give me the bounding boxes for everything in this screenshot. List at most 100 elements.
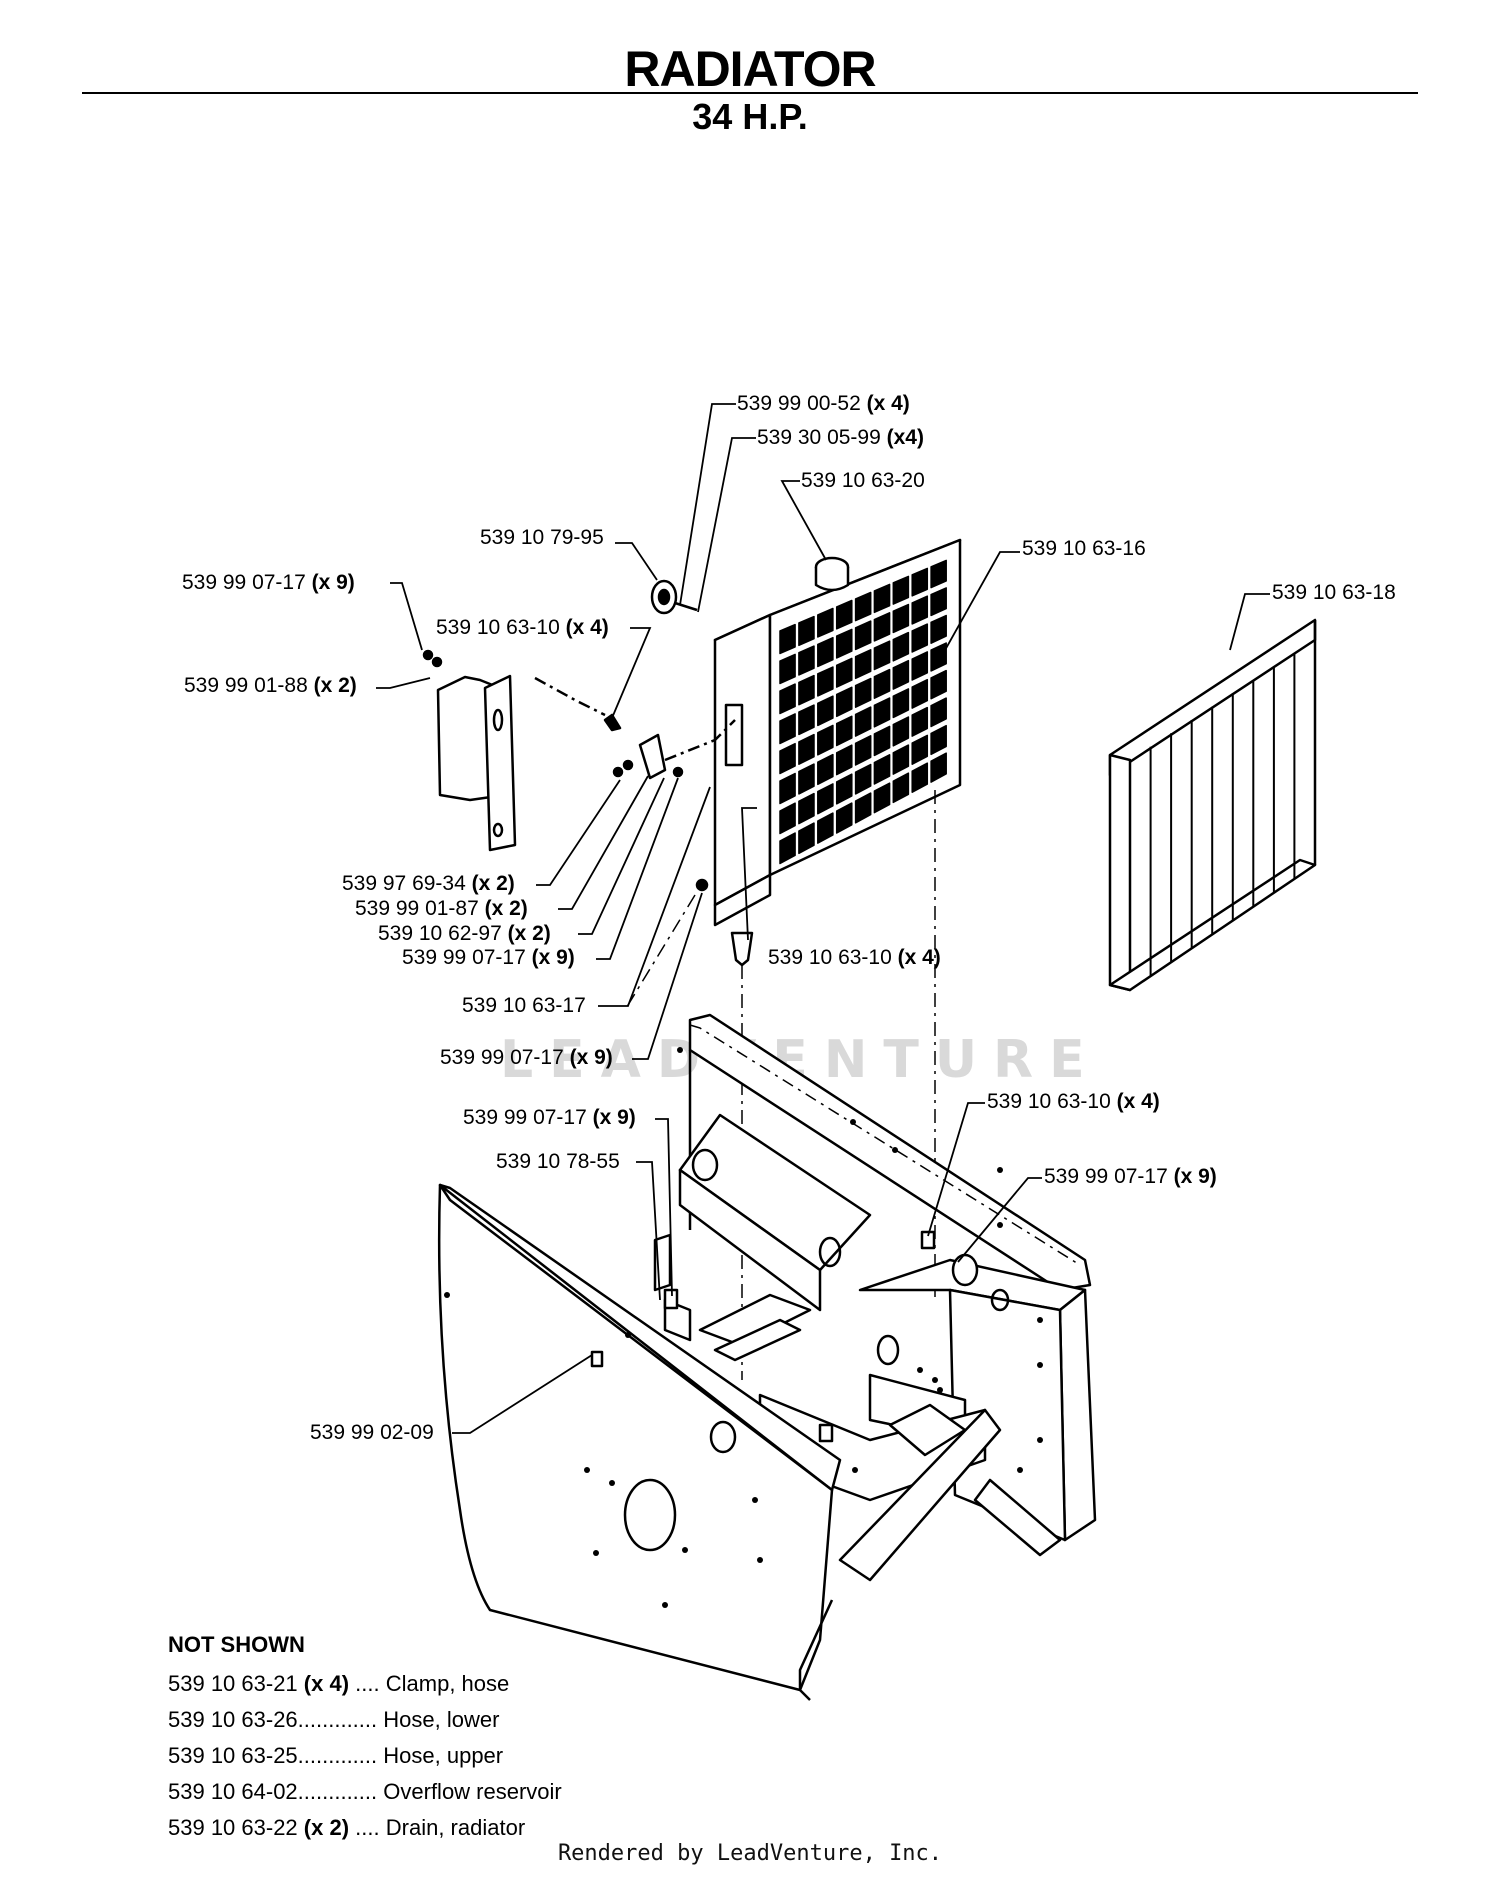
- radiator-fin-cell: [873, 612, 891, 642]
- radiator-fin-cell: [873, 782, 891, 814]
- not-shown-heading: NOT SHOWN: [168, 1632, 305, 1657]
- radiator-fin-cell: [930, 669, 947, 700]
- callout-539-99-01-87: 539 99 01-87 (x 2): [355, 897, 528, 920]
- radiator-fin-cell: [930, 614, 947, 644]
- radiator-fin-cell: [930, 559, 947, 589]
- radiator-fin-cell: [911, 706, 929, 737]
- chassis-rear-panel: [688, 1013, 1092, 1292]
- lower-rubber-mount: [695, 878, 754, 967]
- upper-bracket-fitting: [650, 579, 698, 615]
- callout-539-97-69-34: 539 97 69-34 (x 2): [342, 872, 515, 895]
- callout-539-99-07-17-e: 539 99 07-17 (x 9): [1044, 1165, 1217, 1188]
- radiator-fin-cell: [854, 649, 872, 680]
- radiator-fin-cell: [930, 642, 947, 672]
- radiator-fin-cell: [873, 697, 891, 728]
- radiator-fin-cell: [817, 753, 834, 786]
- callout-539-99-00-52: 539 99 00-52 (x 4): [737, 392, 910, 415]
- radiator-fin-cell: [930, 724, 947, 756]
- radiator-fin-cell: [835, 599, 853, 630]
- radiator-fin-cell: [798, 704, 815, 736]
- leader-lines: [376, 403, 1270, 1434]
- radiator-fin-cell: [873, 640, 891, 671]
- radiator-fin-cell: [873, 725, 891, 757]
- radiator-fin-cell: [798, 733, 815, 765]
- radiator-fin-cell: [911, 762, 929, 793]
- radiator-fin-cell: [817, 783, 834, 815]
- radiator-fin-cell: [854, 620, 872, 651]
- radiator-fin-cell: [817, 724, 834, 756]
- radiator-fin-cell: [817, 607, 834, 638]
- radiator-fin-cell: [798, 822, 815, 855]
- radiator-fin-cell: [817, 695, 834, 727]
- radiator-fin-cell: [892, 772, 910, 804]
- side-shroud-plate: [422, 649, 606, 852]
- callout-539-99-07-17-a: 539 99 07-17 (x 9): [182, 571, 355, 594]
- radiator-fin-cell: [911, 734, 929, 765]
- callout-539-10-62-97: 539 10 62-97 (x 2): [378, 922, 551, 945]
- radiator-fin-cell: [835, 715, 853, 747]
- radiator-fin-cell: [892, 603, 910, 634]
- radiator-fin-cell: [779, 832, 796, 865]
- chassis-inner-wall: [653, 1233, 812, 1362]
- radiator-fin-cell: [798, 763, 815, 795]
- callout-539-99-01-88: 539 99 01-88 (x 2): [184, 674, 357, 697]
- radiator-fin-cell: [873, 754, 891, 785]
- radiator-grille-screen: [1108, 618, 1317, 992]
- radiator-fin-cell: [930, 697, 947, 728]
- radiator-core: [713, 538, 962, 927]
- chassis-front-panel: [437, 1183, 842, 1701]
- not-shown-item: 539 10 63-26............. Hose, lower: [168, 1707, 500, 1732]
- radiator-fin-cell: [798, 792, 815, 825]
- radiator-fin-cell: [779, 653, 796, 685]
- title-rule: [82, 92, 1418, 94]
- radiator-fin-cell: [835, 802, 853, 834]
- not-shown-item: 539 10 63-25............. Hose, upper: [168, 1743, 504, 1768]
- radiator-fin-cell: [779, 772, 796, 805]
- not-shown-item: 539 10 63-22 (x 2) .... Drain, radiator: [168, 1815, 526, 1840]
- radiator-fin-cell: [835, 657, 853, 688]
- center-mount-bracket: [603, 713, 736, 780]
- not-shown-item: 539 10 64-02............. Overflow reser…: [168, 1779, 562, 1804]
- radiator-fin-cell: [930, 587, 947, 617]
- chassis-fasteners: [590, 1230, 936, 1443]
- radiator-fin-cell: [892, 688, 910, 719]
- radiator-fin-cell: [835, 773, 853, 805]
- radiator-fin-cell: [854, 735, 872, 766]
- not-shown-list: NOT SHOWN 539 10 63-21 (x 4) .... Clamp,…: [168, 1632, 562, 1846]
- radiator-fin-cell: [798, 645, 815, 676]
- diagram-title: RADIATOR: [624, 41, 876, 97]
- radiator-fin-cell: [817, 812, 834, 844]
- radiator-fin-cell: [911, 595, 929, 625]
- upper-channel-box: [678, 1113, 872, 1312]
- chassis-floor-recess: [758, 1393, 1062, 1582]
- radiator-fin-cell: [817, 636, 834, 668]
- radiator-fin-cell: [817, 666, 834, 697]
- radiator-fin-cell: [779, 742, 796, 775]
- radiator-fin-cell: [854, 591, 872, 622]
- radiator-fin-cell: [930, 752, 947, 783]
- radiator-fin-cell: [911, 678, 929, 709]
- radiator-fin-cell: [854, 677, 872, 708]
- radiator-fin-cell: [911, 567, 929, 597]
- radiator-fin-cell: [873, 668, 891, 699]
- bolt-holes: [444, 1047, 1043, 1608]
- radiator-fin-cell: [854, 763, 872, 795]
- radiator-fin-cell: [835, 686, 853, 718]
- callout-539-30-05-99: 539 30 05-99 (x4): [757, 426, 924, 449]
- radiator-fin-cell: [892, 659, 910, 690]
- radiator-fin-cell: [892, 631, 910, 662]
- callout-539-10-63-10-c: 539 10 63-10 (x 4): [987, 1090, 1160, 1113]
- radiator-fin-cell: [892, 744, 910, 775]
- footer-credit: Rendered by LeadVenture, Inc.: [557, 1841, 943, 1866]
- not-shown-item: 539 10 63-21 (x 4) .... Clamp, hose: [168, 1671, 510, 1696]
- callout-539-10-63-20: 539 10 63-20: [801, 469, 925, 492]
- callout-539-10-63-10-a: 539 10 63-10 (x 4): [436, 616, 609, 639]
- radiator-fin-cell: [892, 575, 910, 605]
- radiator-fin-cell: [798, 674, 815, 706]
- radiator-fin-cell: [854, 792, 872, 824]
- callout-539-10-63-18: 539 10 63-18: [1272, 581, 1396, 604]
- radiator-fin-cell: [835, 744, 853, 776]
- callout-539-99-07-17-b: 539 99 07-17 (x 9): [402, 946, 575, 969]
- radiator-fin-cell: [798, 615, 815, 647]
